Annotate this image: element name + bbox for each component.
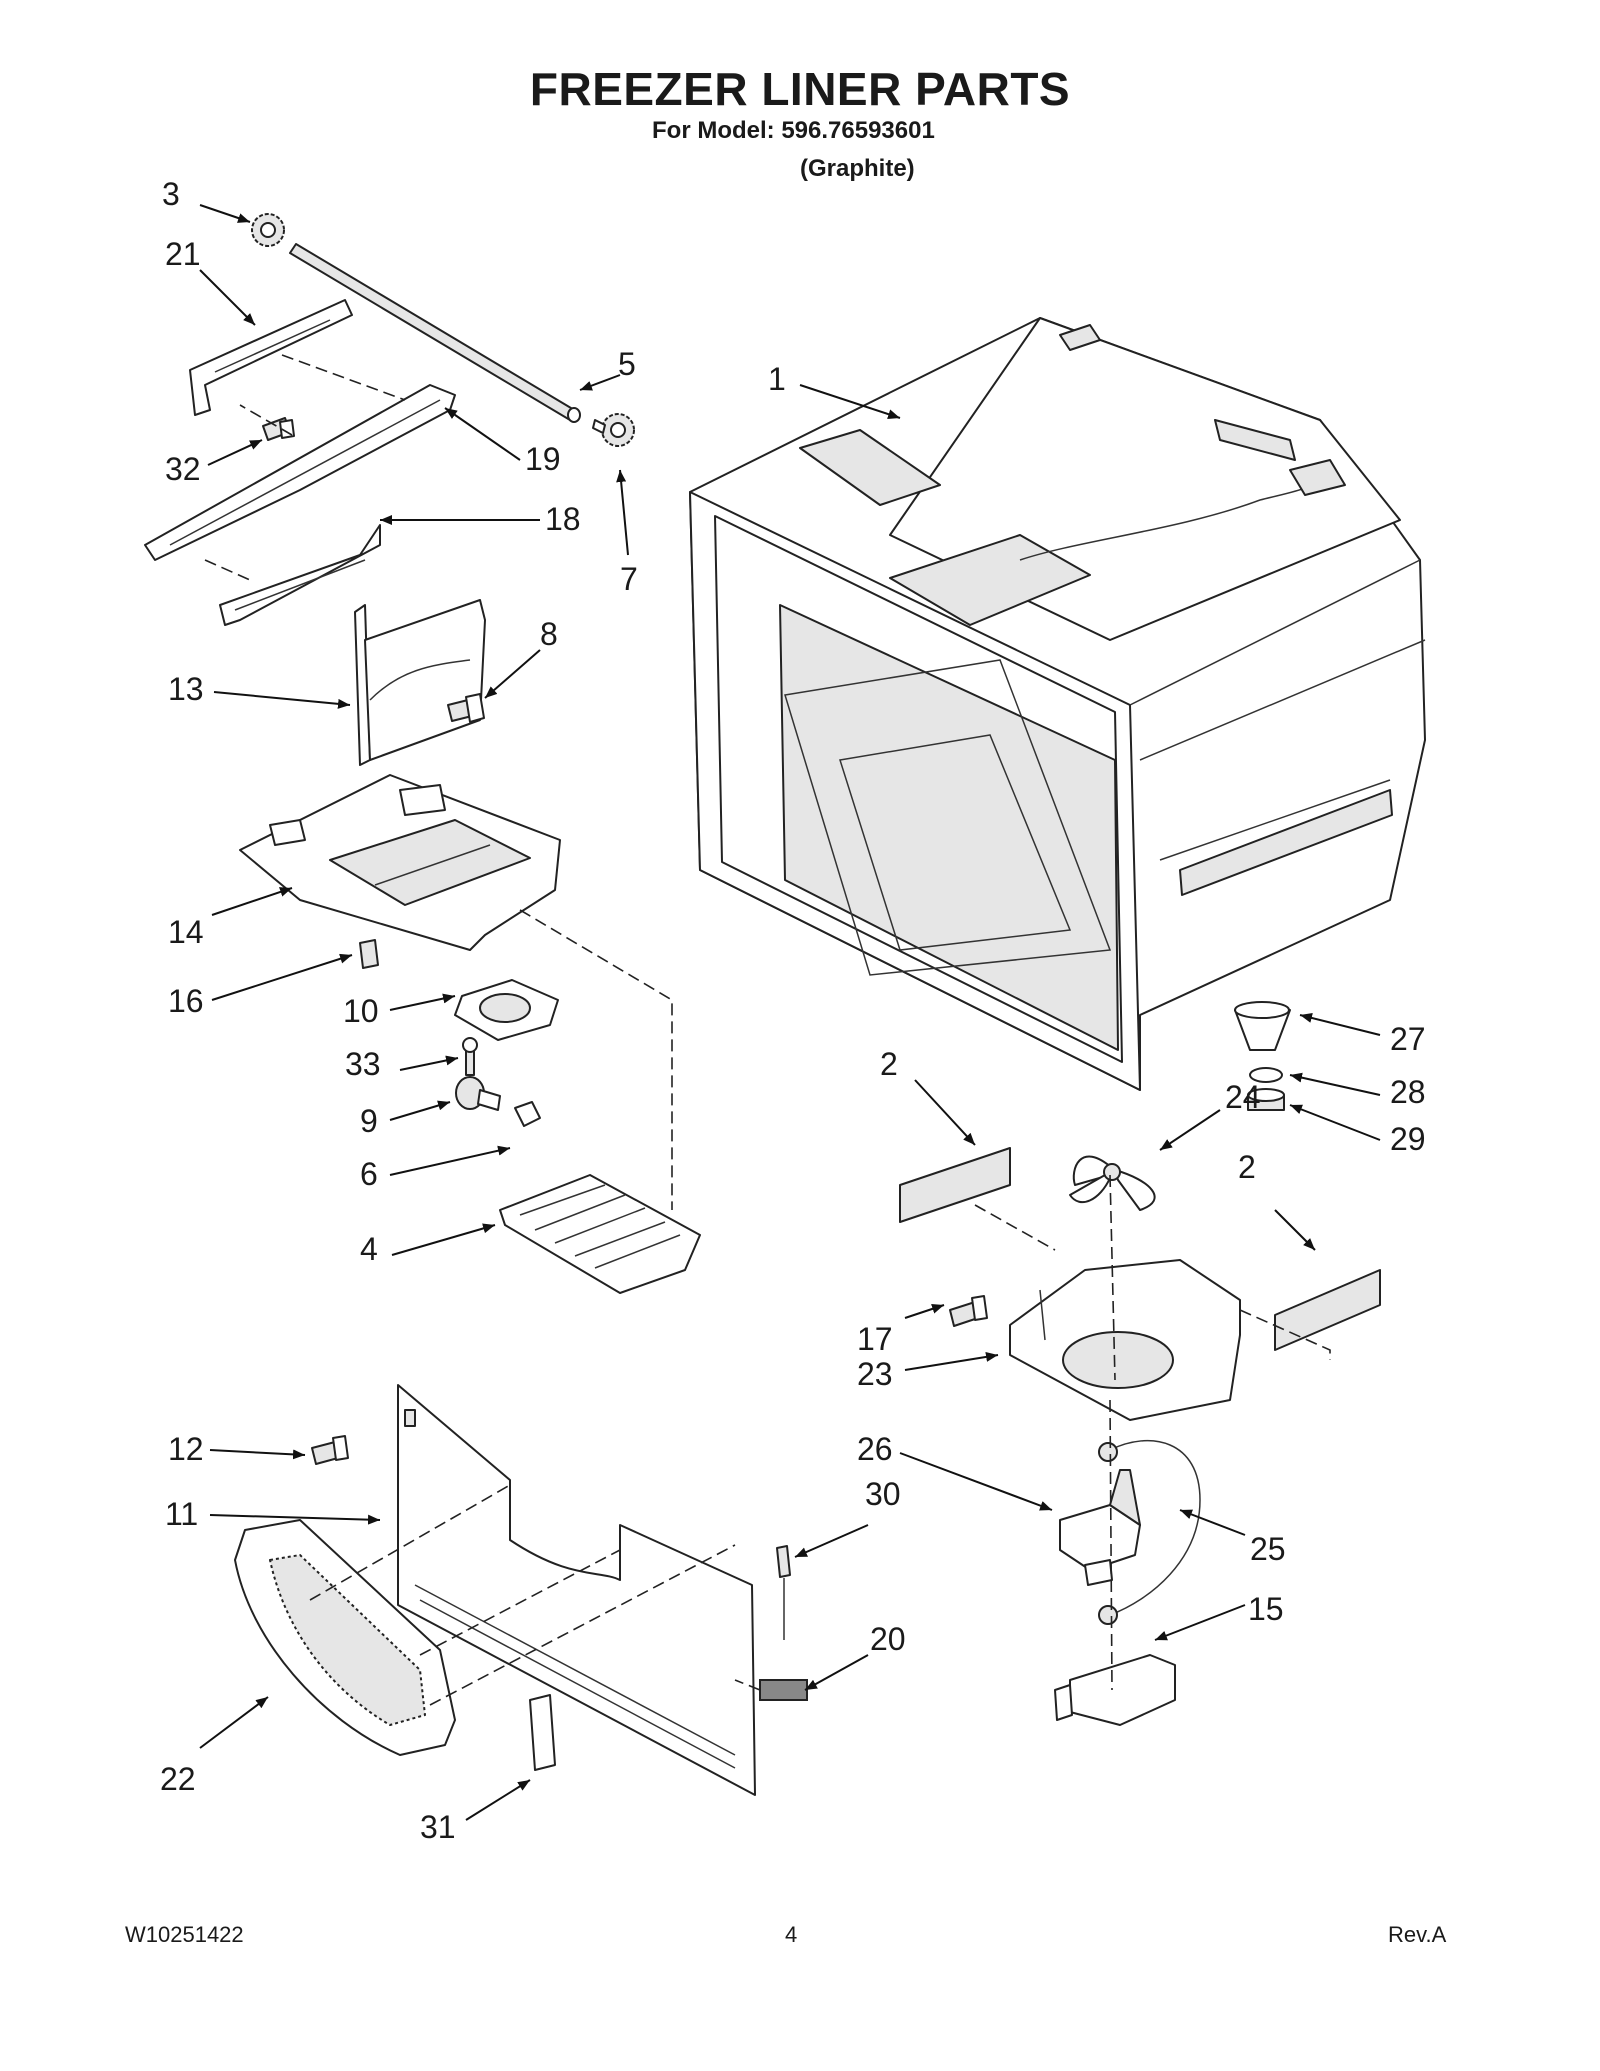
page-title: FREEZER LINER PARTS (529, 63, 1071, 115)
part-23-fan-shroud (1009, 1259, 1241, 1421)
callout-3: 3 (162, 176, 180, 212)
callout-18: 18 (545, 501, 581, 537)
callout-6: 6 (360, 1156, 378, 1192)
part-2-foam-block-right (1274, 1269, 1381, 1351)
callout-2: 2 (1238, 1149, 1256, 1185)
callout-28: 28 (1390, 1074, 1426, 1110)
callout-31: 31 (420, 1809, 456, 1845)
document-number: W10251422 (125, 1922, 244, 1947)
model-line: For Model: 596.76593601 (652, 117, 935, 144)
callout-14: 14 (168, 914, 204, 950)
part-20-foam-strip (759, 1679, 808, 1701)
callout-19: 19 (525, 441, 561, 477)
callout-4: 4 (360, 1231, 378, 1267)
callout-1: 1 (768, 361, 786, 397)
part-24-fan-blade (1069, 1155, 1156, 1211)
callout-20: 20 (870, 1621, 906, 1657)
callout-23: 23 (857, 1356, 893, 1392)
part-3-gear (251, 213, 285, 247)
callout-13: 13 (168, 671, 204, 707)
callout-33: 33 (345, 1046, 381, 1082)
part-5-rod (289, 243, 581, 423)
part-26-fan-motor (1059, 1469, 1141, 1586)
part-13-housing (354, 599, 486, 766)
callout-labels: 1 2 2 3 4 5 6 7 8 9 10 11 12 13 14 15 16… (160, 176, 1426, 1845)
callout-21: 21 (165, 236, 201, 272)
callout-15: 15 (1248, 1591, 1284, 1627)
part-2-foam-block-left (899, 1147, 1011, 1223)
part-31-clip (529, 1694, 556, 1771)
callout-leaders (199, 204, 1381, 1821)
part-28-ring (1249, 1067, 1283, 1083)
part-14-tray-housing (239, 774, 561, 951)
callout-17: 17 (857, 1321, 893, 1357)
part-10-light-shield (454, 979, 559, 1041)
callout-11: 11 (165, 1496, 198, 1532)
callout-8: 8 (540, 616, 558, 652)
part-18-cover (219, 524, 381, 626)
part-16-switch (359, 939, 379, 969)
color-line: (Graphite) (800, 155, 915, 182)
part-11-rear-panel (397, 1384, 756, 1796)
callout-12: 12 (168, 1431, 204, 1467)
callout-22: 22 (160, 1761, 196, 1797)
callout-16: 16 (168, 983, 204, 1019)
part-30-sensor (776, 1545, 791, 1640)
page-number: 4 (785, 1922, 798, 1947)
part-1-freezer-liner (689, 317, 1426, 1091)
part-4-drip-tray (499, 1174, 701, 1294)
callout-2: 2 (880, 1046, 898, 1082)
part-6-socket (514, 1101, 541, 1127)
callout-32: 32 (165, 451, 201, 487)
part-12-screw (311, 1435, 349, 1465)
part-8-screw (447, 693, 485, 723)
part-7-gear (592, 413, 635, 447)
part-29-washer (1247, 1088, 1285, 1111)
callout-5: 5 (618, 346, 636, 382)
part-22-grille (234, 1519, 456, 1756)
callout-25: 25 (1250, 1531, 1286, 1567)
part-25-harness (1098, 1439, 1201, 1625)
callout-9: 9 (360, 1103, 378, 1139)
part-21-bracket (189, 299, 353, 416)
assembly-lines (204, 354, 1331, 1706)
part-33-screw (462, 1037, 478, 1076)
revision-label: Rev.A (1388, 1922, 1447, 1947)
part-17-screw (949, 1295, 988, 1327)
callout-26: 26 (857, 1431, 893, 1467)
callout-30: 30 (865, 1476, 901, 1512)
callout-7: 7 (620, 561, 638, 597)
callout-27: 27 (1390, 1021, 1426, 1057)
part-27-grommet (1234, 1001, 1291, 1051)
callout-24: 24 (1225, 1079, 1261, 1115)
callout-29: 29 (1390, 1121, 1426, 1157)
callout-10: 10 (343, 993, 379, 1029)
part-15-motor-bracket (1054, 1654, 1176, 1726)
part-9-bulb (455, 1076, 501, 1111)
